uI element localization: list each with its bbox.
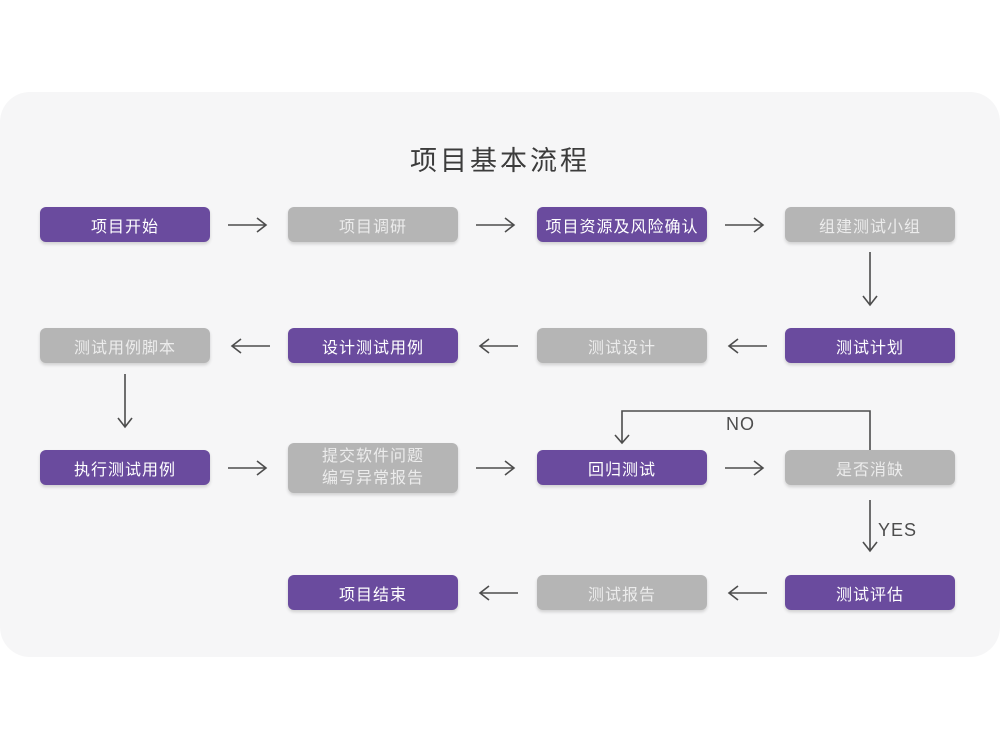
- node-regression-test: 回归测试: [537, 450, 707, 485]
- node-project-end: 项目结束: [288, 575, 458, 610]
- arrow-right-icon: [476, 460, 516, 476]
- node-defect-cleared: 是否消缺: [785, 450, 955, 485]
- node-design-test-cases: 设计测试用例: [288, 328, 458, 363]
- arrow-right-icon: [725, 460, 765, 476]
- arrow-left-icon: [478, 338, 518, 354]
- arrow-right-icon: [476, 217, 516, 233]
- node-project-start: 项目开始: [40, 207, 210, 242]
- edge-label-yes: YES: [878, 520, 918, 540]
- node-label-line1: 提交软件问题: [321, 448, 424, 465]
- node-test-case-script: 测试用例脚本: [40, 328, 210, 363]
- arrow-left-icon: [727, 338, 767, 354]
- arrow-left-icon: [478, 585, 518, 601]
- node-project-resources-risk: 项目资源及风险确认: [537, 207, 707, 242]
- node-submit-issue-report: 提交软件问题 编写异常报告: [288, 443, 458, 493]
- node-test-report: 测试报告: [537, 575, 707, 610]
- arrow-right-icon: [725, 217, 765, 233]
- flowchart-card: [0, 92, 1000, 657]
- arrow-left-icon: [230, 338, 270, 354]
- node-test-plan: 测试计划: [785, 328, 955, 363]
- arrow-down-icon: [862, 252, 878, 307]
- page-title: 项目基本流程: [410, 146, 590, 176]
- node-test-evaluation: 测试评估: [785, 575, 955, 610]
- node-execute-test-cases: 执行测试用例: [40, 450, 210, 485]
- arrow-left-icon: [727, 585, 767, 601]
- node-build-test-team: 组建测试小组: [785, 207, 955, 242]
- arrow-right-icon: [228, 217, 268, 233]
- arrow-down-icon: [862, 500, 878, 553]
- node-test-design: 测试设计: [537, 328, 707, 363]
- arrow-down-icon: [117, 374, 133, 429]
- arrow-no-loop-icon: [614, 410, 871, 450]
- node-label-line2: 编写异常报告: [321, 470, 424, 487]
- edge-label-no: NO: [726, 414, 755, 434]
- node-project-research: 项目调研: [288, 207, 458, 242]
- arrow-right-icon: [228, 460, 268, 476]
